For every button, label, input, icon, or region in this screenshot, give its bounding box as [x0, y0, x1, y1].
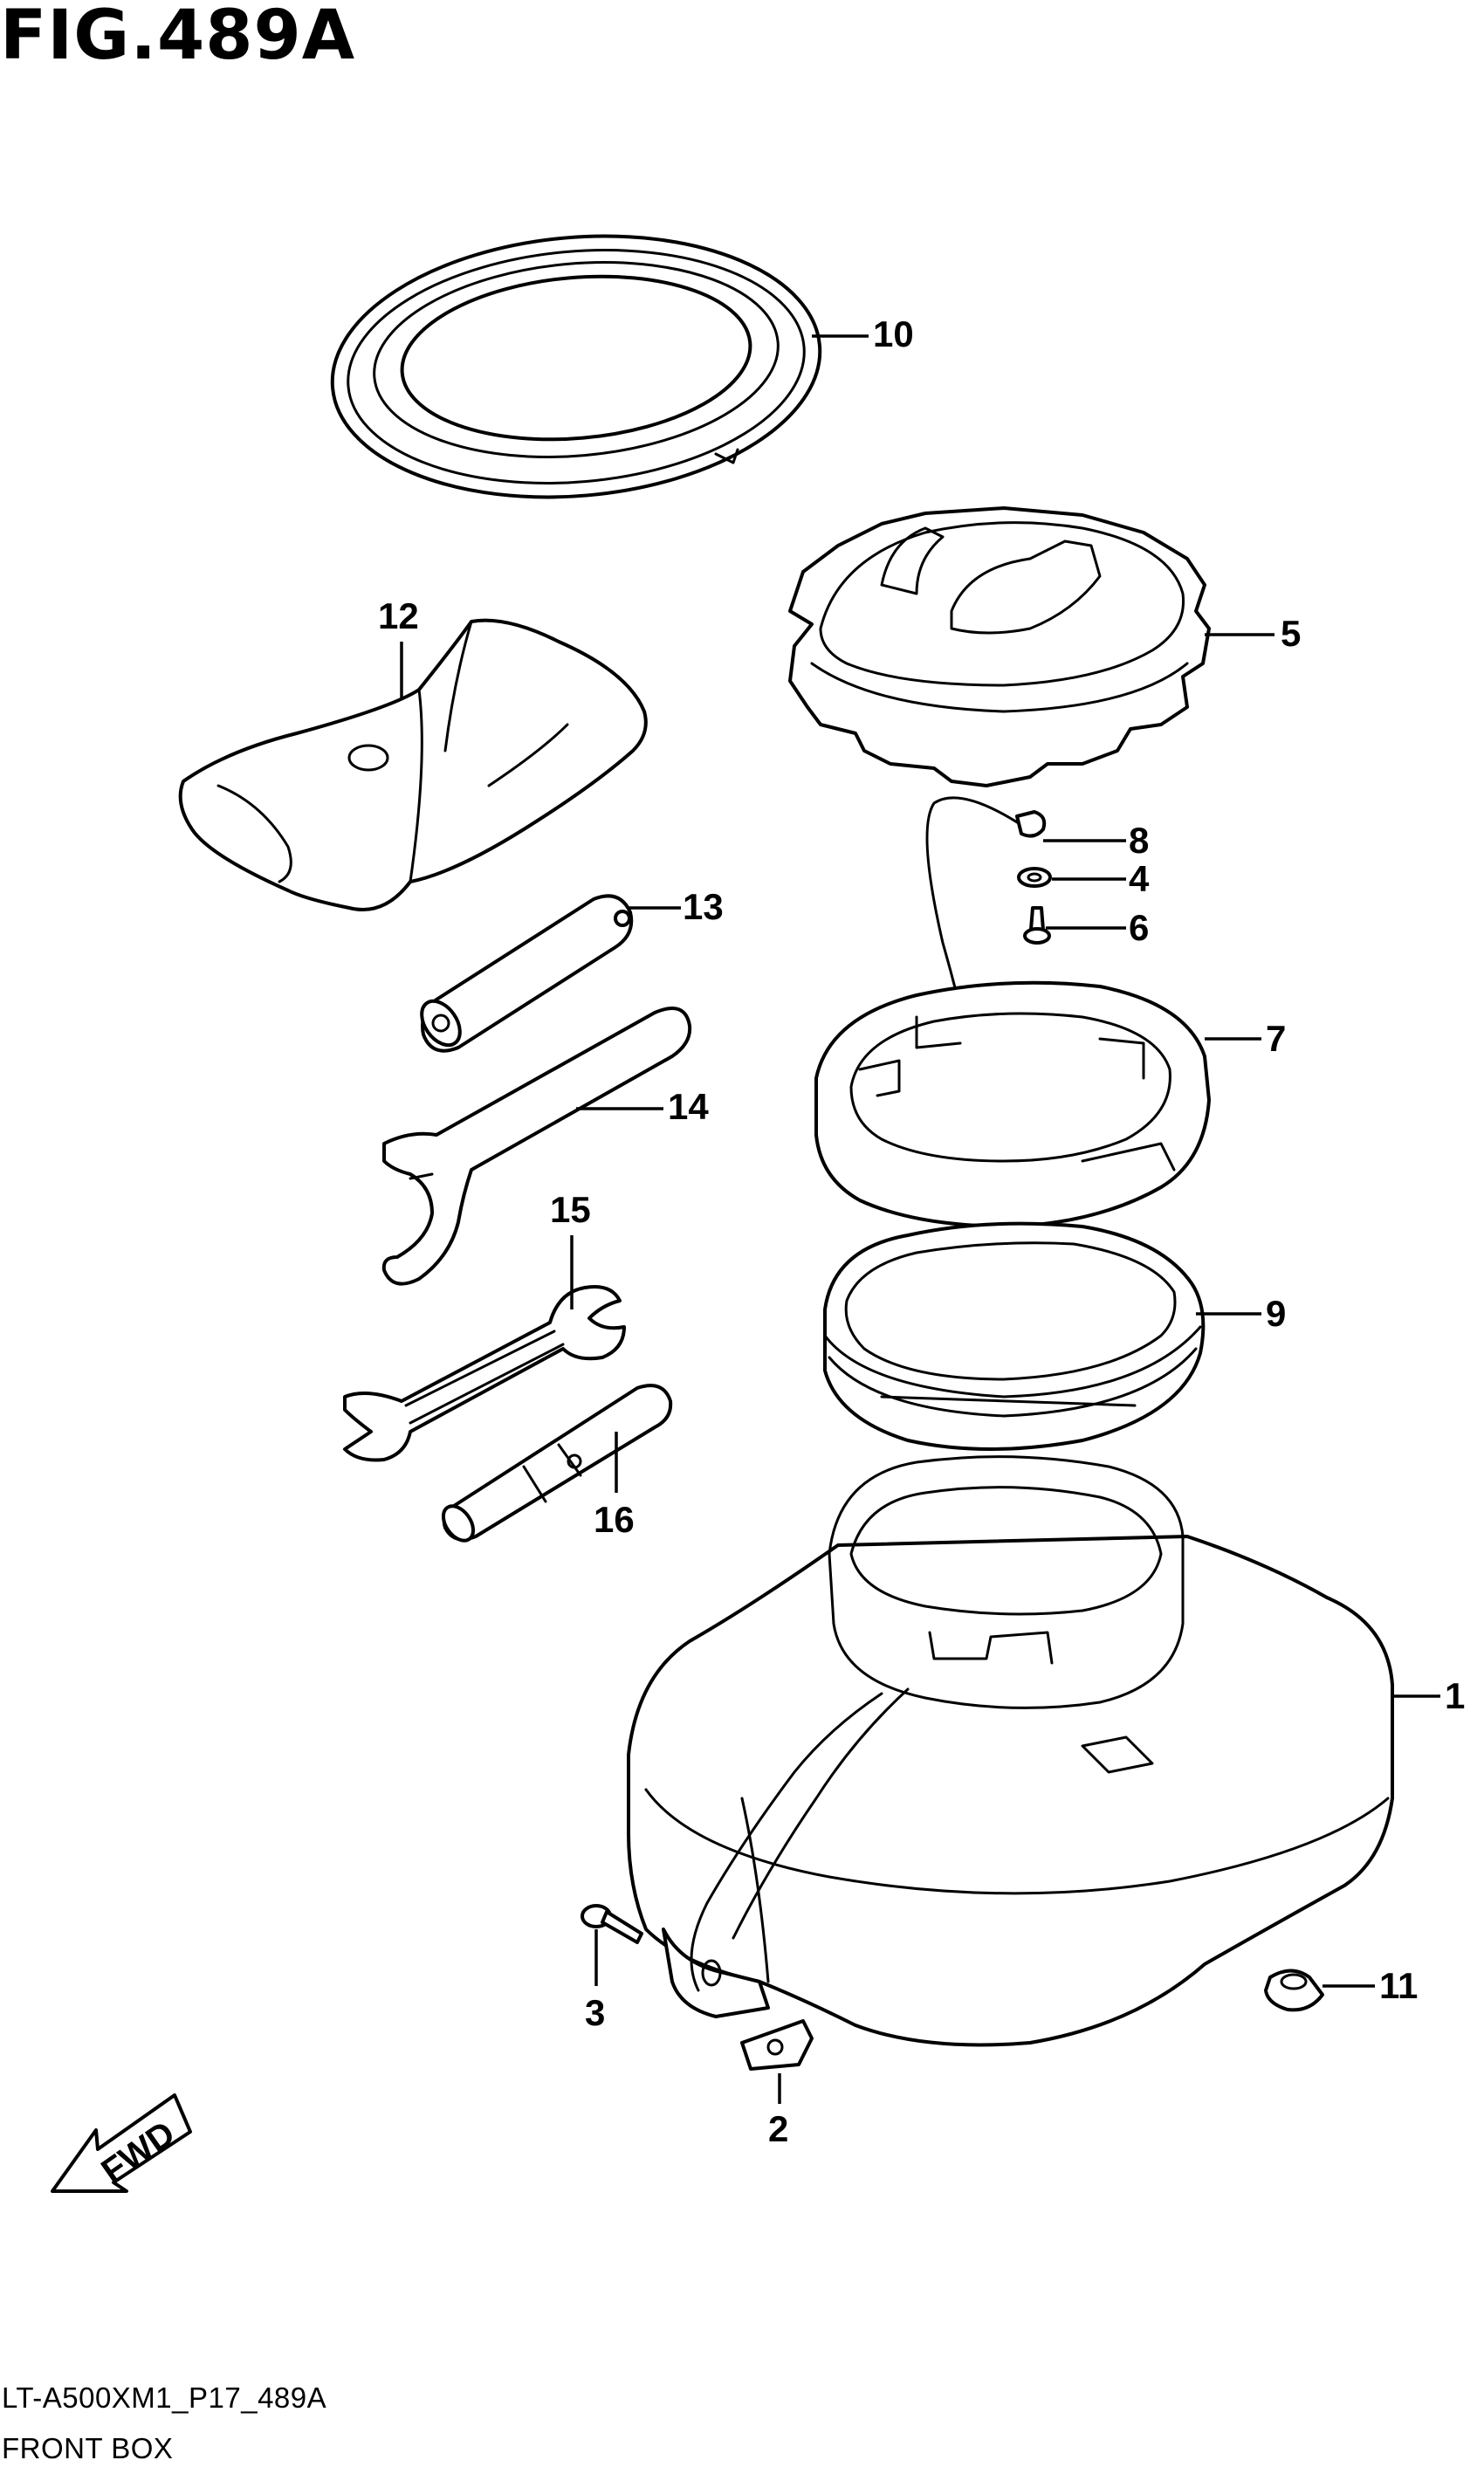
callout-8: 8 [1129, 820, 1149, 861]
part-4-washer[interactable] [1017, 867, 1052, 888]
callout-3: 3 [585, 1992, 605, 2033]
callout-6: 6 [1129, 907, 1149, 948]
callout-2: 2 [768, 2108, 788, 2149]
part-13-cylinder-tool[interactable] [414, 894, 634, 1053]
part-16-plug-socket[interactable] [437, 1384, 673, 1546]
callout-15: 15 [550, 1189, 591, 1230]
callout-10: 10 [873, 313, 914, 354]
part-14-spanner[interactable] [381, 1007, 692, 1286]
part-7-lock-ring[interactable] [814, 980, 1211, 1228]
callout-7: 7 [1266, 1018, 1286, 1059]
figure-title: FIG.489A [0, 0, 356, 75]
part-6-screw[interactable] [1023, 906, 1051, 945]
part-2-clip[interactable] [740, 2019, 814, 2071]
callout-9: 9 [1266, 1293, 1286, 1334]
callout-4: 4 [1129, 858, 1150, 899]
callout-13: 13 [683, 886, 724, 927]
part-9-threaded-ring[interactable] [823, 1221, 1206, 1451]
callout-5: 5 [1281, 613, 1301, 654]
figure-code: LT-A500XM1_P17_489A [2, 2381, 327, 2414]
part-1-front-box[interactable] [627, 1455, 1394, 2047]
part-12-tool-bag[interactable] [178, 618, 648, 911]
callout-12: 12 [378, 595, 419, 636]
figure-name: FRONT BOX [2, 2432, 174, 2464]
fwd-direction-arrow: FWD [51, 2093, 192, 2193]
callout-14: 14 [668, 1086, 709, 1127]
callout-labels: 10 5 12 13 14 15 16 8 4 6 7 9 1 3 2 11 [378, 313, 1465, 2149]
part-11-grommet[interactable] [1264, 1969, 1324, 2012]
callout-1: 1 [1445, 1675, 1465, 1716]
callout-16: 16 [594, 1499, 635, 1540]
leader-lines [400, 334, 1440, 2104]
part-10-seal-ring[interactable] [321, 216, 831, 517]
part-3-screw[interactable] [581, 1904, 643, 1944]
part-15-wrench[interactable] [343, 1285, 626, 1462]
part-5-lid-cap[interactable] [788, 506, 1211, 787]
callout-11: 11 [1379, 1965, 1418, 2006]
